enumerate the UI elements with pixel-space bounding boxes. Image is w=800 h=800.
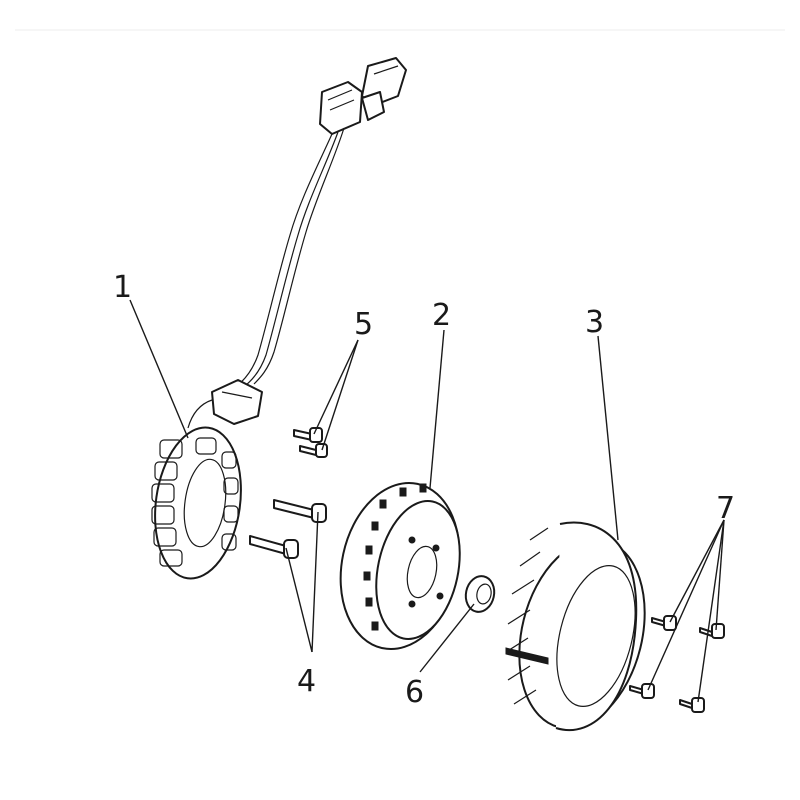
- leader-7d: [697, 519, 725, 703]
- bolt-pair-4: [249, 499, 327, 559]
- leader-lines: [129, 299, 725, 703]
- rotor: [339, 481, 461, 651]
- wire-harness: [237, 127, 345, 386]
- bolt-pair-5: [293, 427, 328, 458]
- callout-1: 1: [113, 270, 132, 305]
- callout-6: 6: [405, 675, 424, 710]
- wire-connectors: [319, 57, 407, 135]
- leader-1: [129, 299, 189, 439]
- leader-5a: [313, 339, 359, 435]
- callout-5: 5: [354, 307, 373, 342]
- callout-4: 4: [297, 664, 316, 699]
- cooling-fan: [505, 521, 646, 731]
- callout-2: 2: [432, 298, 451, 333]
- leader-5b: [321, 339, 359, 451]
- leader-2: [429, 329, 445, 489]
- stator-assembly: [151, 57, 407, 580]
- leader-6: [419, 603, 475, 673]
- leader-4b: [311, 511, 319, 653]
- flange-nut: [464, 575, 496, 613]
- wire-grommet: [187, 379, 263, 429]
- leader-7a: [669, 519, 725, 623]
- fan-bolts-7: [629, 615, 725, 713]
- callout-3: 3: [585, 305, 604, 340]
- leader-7c: [647, 519, 725, 691]
- callout-labels: 1 2 3 4 5 6 7: [113, 270, 735, 710]
- leader-4a: [285, 547, 313, 653]
- leader-7b: [715, 519, 725, 631]
- callout-7: 7: [716, 491, 735, 526]
- stator: [151, 426, 242, 580]
- leader-3: [597, 335, 619, 541]
